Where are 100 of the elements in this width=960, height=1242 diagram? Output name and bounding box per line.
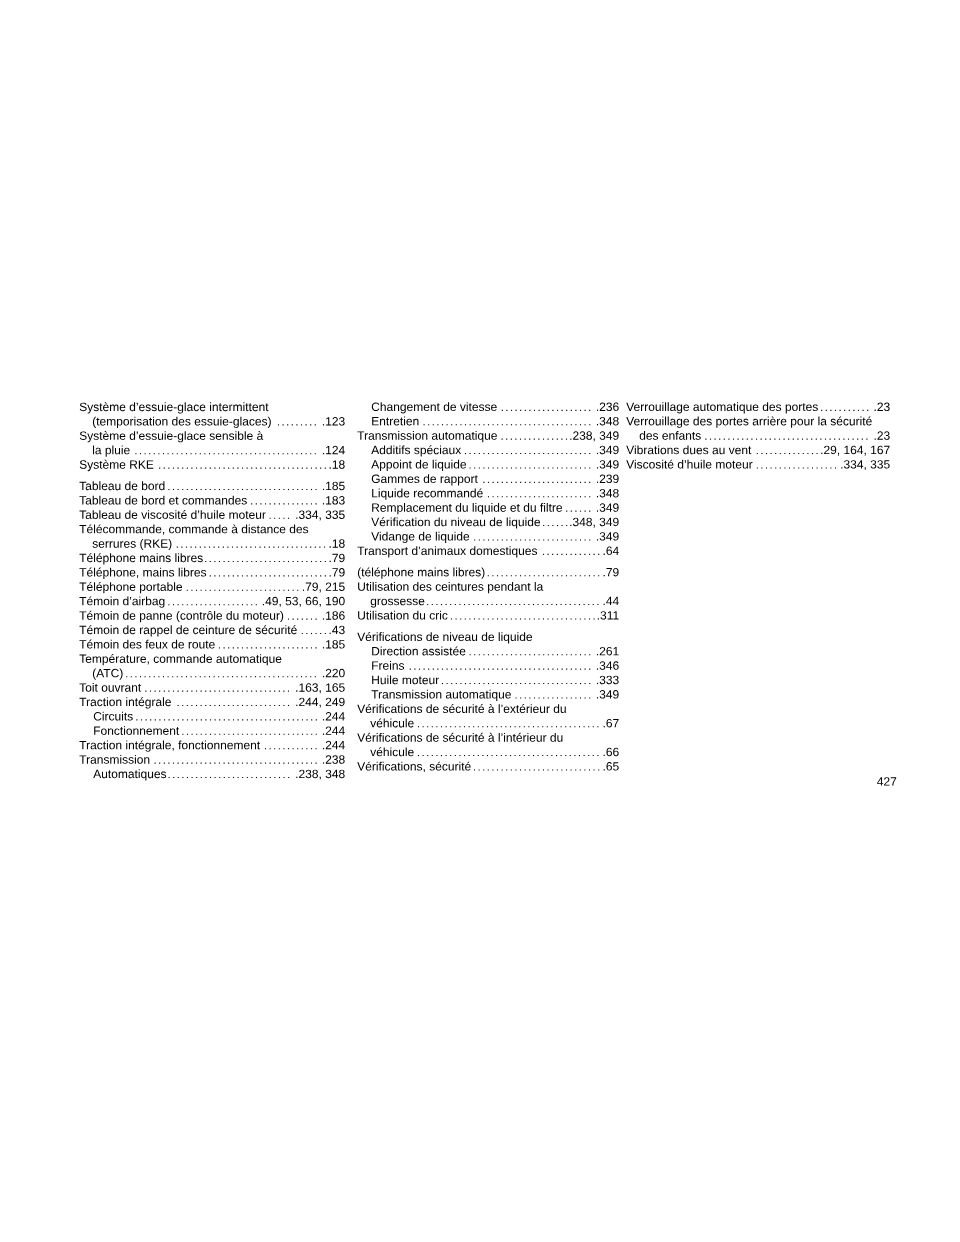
label: Changement de vitesse — [371, 402, 497, 414]
label: Tableau de bord — [79, 481, 165, 491]
label: Téléphone, mains libres — [79, 567, 207, 579]
index-entry: Témoin des feux de route .185 — [79, 639, 345, 649]
label: Vidange de liquide — [371, 531, 470, 543]
label: Température, commande automatique (ATC) — [79, 654, 282, 680]
label: .349 — [596, 503, 619, 512]
index-entry: Vérifications de sécurité à l’extérieur du véhicule .67 — [357, 704, 619, 728]
label: .334, 335 — [841, 460, 890, 471]
index-entry: Automatiques .238, 348 — [93, 769, 345, 781]
index-entry: Télécommande, commande à distance des serrures (RKE) .18 — [79, 524, 345, 551]
index-entry: Toit ouvrant .163, 165 — [79, 682, 345, 694]
label: .346 — [596, 661, 619, 670]
label: Huile moteur — [372, 675, 439, 685]
label: .66 — [603, 747, 619, 757]
label: .348, 349 — [570, 517, 619, 528]
index-entry: Utilisation des ceintures pendant la grossesse .44 — [358, 582, 619, 608]
label: .65 — [603, 762, 619, 771]
index-entry: Utilisation du cric .311 — [358, 610, 619, 621]
index-entry: Additifs spéciaux .349 — [371, 445, 619, 457]
index-entry: Appoint de liquide .349 — [371, 459, 619, 471]
label: .18 — [329, 539, 345, 548]
label: Traction intégrale — [79, 697, 171, 709]
label: Vérifications de sécurité à l’extérieur du véhicule — [357, 704, 566, 728]
label: Téléphone portable — [79, 582, 183, 594]
label: .79 — [329, 553, 345, 563]
label: Transmission — [79, 754, 150, 764]
index-entry: Freins .346 — [372, 661, 619, 671]
label: .349 — [596, 532, 619, 541]
label: .349 — [596, 460, 619, 469]
label: Système d’essuie-glace sensible à la pluie — [79, 431, 264, 457]
label: Freins — [372, 661, 405, 670]
label: .348 — [596, 416, 619, 426]
label: Toit ouvrant — [79, 682, 142, 692]
index-entry: Verrouillage automatique des portes .23 — [626, 402, 890, 414]
label: Télécommande, commande à distance des serrures (RKE) — [79, 524, 309, 551]
label: Téléphone mains libres — [79, 553, 203, 565]
index-entry: Système RKE .18 — [79, 459, 345, 472]
label: Vibrations dues au vent — [626, 445, 752, 455]
index-entry: Vérifications, sécurité .65 — [357, 761, 619, 773]
label: .238, 349 — [570, 431, 619, 442]
index-entry: Huile moteur .333 — [372, 675, 619, 685]
label: Tableau de bord et commandes — [79, 495, 247, 505]
label: .185 — [322, 640, 345, 649]
label: .23 — [874, 402, 890, 412]
label: Fonctionnement — [94, 726, 180, 735]
label: Témoin de rappel de ceinture de sécurité — [79, 625, 297, 637]
label: .244 — [322, 740, 345, 750]
label: .239 — [596, 474, 619, 484]
label: Système RKE — [79, 459, 154, 472]
label: .185 — [322, 481, 345, 491]
label: .67 — [603, 718, 619, 728]
index-entry: Tableau de bord et commandes .183 — [79, 495, 345, 505]
label: .334, 335 — [296, 510, 345, 521]
label: .244, 249 — [296, 697, 345, 708]
index-entry: Viscosité d’huile moteur .334, 335 — [626, 459, 890, 471]
label: Vérification du niveau de liquide — [371, 517, 541, 529]
label: Transmission automatique — [357, 431, 497, 443]
index-entry: Traction intégrale, fonctionnement .244 — [79, 740, 345, 752]
label: .183 — [322, 496, 345, 505]
index-entry: Fonctionnement .244 — [94, 726, 345, 736]
label: .349 — [596, 445, 619, 455]
label: Liquide recommandé — [372, 488, 483, 500]
label: Transport d’animaux domestiques — [357, 546, 538, 558]
label: Système d’essuie-glace intermittent (temporisation des essuie-glaces) — [79, 402, 271, 428]
label: .186 — [322, 611, 345, 620]
label: .348 — [596, 488, 619, 498]
label: Entretien — [372, 416, 419, 426]
label: .349 — [596, 690, 619, 699]
label: .79 — [603, 567, 619, 577]
index-entry: Vibrations dues au vent .29, 164, 167 — [626, 445, 890, 456]
label: .49, 53, 66, 190 — [262, 596, 345, 607]
index-entry: Entretien .348 — [372, 416, 619, 426]
label: Remplacement du liquide et du filtre — [372, 503, 563, 515]
label: Verrouillage des portes arrière pour la sécurité des enfants — [626, 416, 872, 440]
label: .311 — [597, 611, 619, 620]
index-entry: Transmission .238 — [79, 754, 345, 765]
label: Direction assistée — [372, 646, 466, 656]
label: .79, 215 — [302, 582, 345, 593]
label: Gammes de rapport — [371, 474, 478, 486]
label: Témoin des feux de route — [79, 639, 215, 649]
index-entry: Transmission automatique .349 — [371, 689, 619, 701]
index-entry: Système d’essuie-glace sensible à la pluie .124 — [79, 431, 345, 457]
label: .244 — [322, 726, 345, 735]
label: .44 — [603, 596, 619, 606]
label: .64 — [603, 546, 619, 556]
label: Utilisation du cric — [358, 610, 448, 620]
label: .163, 165 — [296, 683, 345, 694]
index-entry: Système d’essuie-glace intermittent (temporisation des essuie-glaces) .123 — [79, 402, 345, 428]
index-entry: Liquide recommandé .348 — [372, 488, 619, 500]
label: Vérifications de sécurité à l’intérieur du véhicule — [357, 732, 563, 757]
index-entry: Transmission automatique .238, 349 — [357, 431, 619, 443]
label: Additifs spéciaux — [371, 445, 462, 457]
index-entry: Transport d’animaux domestiques .64 — [357, 546, 619, 558]
label: Transmission automatique — [371, 689, 511, 701]
label: Utilisation des ceintures pendant la grossesse — [358, 582, 544, 608]
label: Viscosité d’huile moteur — [626, 459, 753, 469]
label: .333 — [596, 675, 619, 685]
label: .29, 164, 167 — [821, 445, 890, 456]
index-entry: Traction intégrale .244, 249 — [79, 697, 345, 709]
